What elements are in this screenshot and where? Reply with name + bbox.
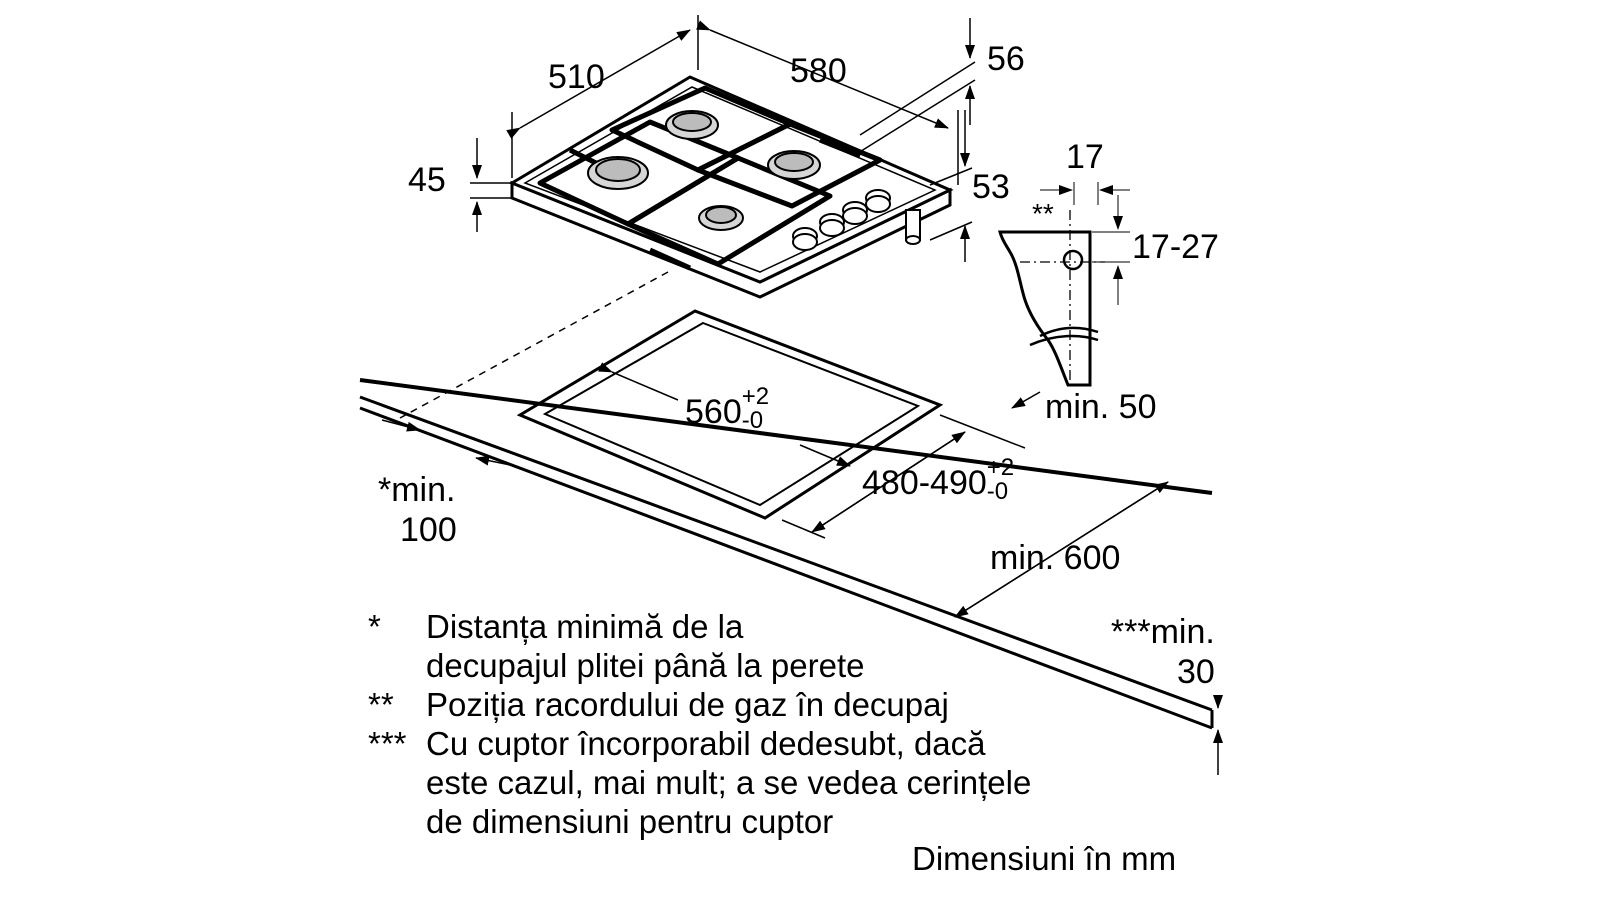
dim-min-30: ***min. 30 [1105,612,1215,692]
footnote-3: *** Cu cuptor încorporabil dedesubt, dacă… [368,725,1031,842]
footnote-1: * Distanța minimă de la decupajul plitei … [368,608,865,686]
cutout-width-plus: +2 [741,383,770,410]
control-knobs [792,189,891,251]
cutout-width-value: 560 [685,393,742,431]
footnote-2: ** Poziția racordului de gaz în decupaj [368,686,949,725]
dim-cutout-depth: 480-490+2-0 [862,456,1014,514]
cutout [516,309,944,520]
dim-45: 45 [408,161,446,199]
dim-min-600: min. 600 [990,539,1121,577]
footnote-2-line-1: Poziția racordului de gaz în decupaj [426,686,949,723]
min-100-value: 100 [400,511,457,550]
cutout-depth-minus: -0 [986,478,1009,505]
cutout-width-minus: -0 [741,407,764,434]
footnote-2-mark: ** [368,686,394,723]
min-30-label: ***min. [1110,613,1215,651]
cutout-depth-plus: +2 [986,454,1015,481]
dim-17: 17 [1066,138,1104,176]
min-100-label: min. [391,471,456,509]
dim-cutout-width: 560+2-0 [685,385,769,443]
worktop [359,378,1214,730]
gas-connection-detail [998,182,1130,387]
footnote-1-mark: * [368,608,381,645]
gas-position-marker: ** [1032,198,1054,229]
footnote-1-line-2: decupajul plitei până la perete [426,646,865,684]
dim-17-27: 17-27 [1132,228,1219,266]
footnote-3-mark: *** [368,725,407,762]
dim-510: 510 [548,58,605,96]
dimension-lines [381,15,1223,775]
min-100-star: * [378,471,392,509]
footnote-3-line-1: Cu cuptor încorporabil dedesubt, dacă [426,725,986,762]
dim-53: 53 [972,168,1010,206]
min-30-value: 30 [1177,653,1215,692]
footnote-3-line-3: de dimensiuni pentru cuptor [426,802,834,840]
footnote-1-line-1: Distanța minimă de la [426,608,744,645]
units-note: Dimensiuni în mm [912,840,1177,877]
dim-56: 56 [987,40,1025,78]
cutout-depth-value: 480-490 [862,464,987,502]
dim-min-100: *min. 100 [378,470,457,550]
projection-line [399,271,669,419]
gas-connector [905,209,921,245]
dim-580: 580 [790,52,847,90]
dim-min-50: min. 50 [1045,388,1157,426]
hob [508,75,954,299]
footnote-3-line-2: este cazul, mai mult; a se vedea cerințe… [426,763,1032,801]
